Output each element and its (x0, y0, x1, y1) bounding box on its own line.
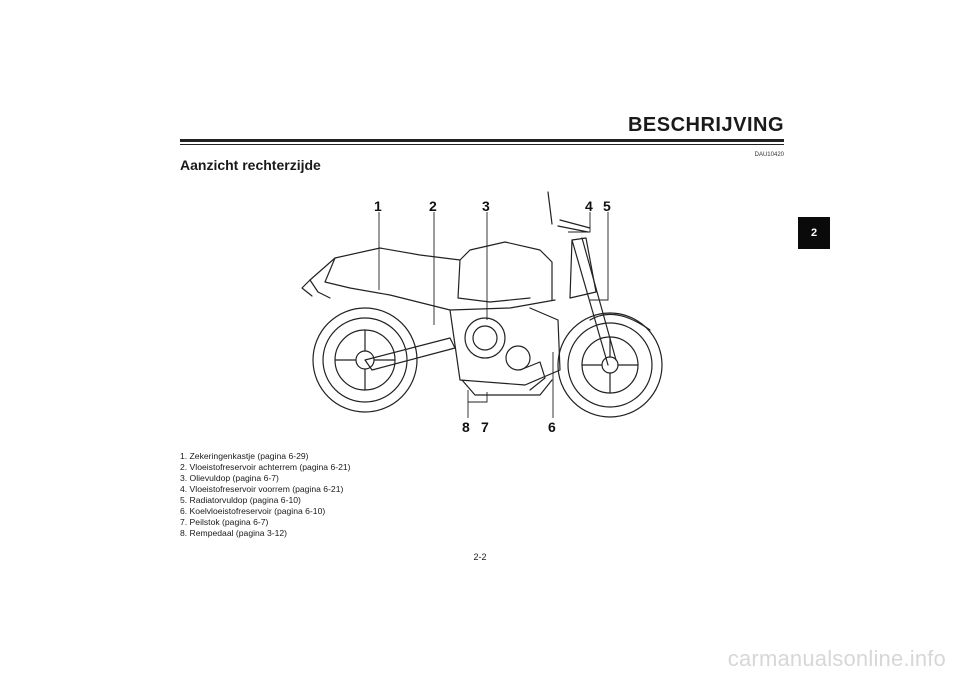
callout-4: 4 (585, 198, 593, 214)
legend-item: 8. Rempedaal (pagina 3-12) (180, 528, 288, 538)
motorcycle-illustration: 1 2 3 4 5 8 7 6 (301, 191, 663, 435)
callout-1: 1 (374, 198, 382, 214)
legend-item: 2. Vloeistofreservoir achterrem (pagina … (180, 462, 351, 472)
chapter-tab[interactable]: 2 (798, 217, 830, 249)
legend-item: 6. Koelvloeistofreservoir (pagina 6-10) (180, 506, 326, 516)
rear-tire (312, 307, 418, 413)
document-code: DAU10420 (754, 152, 784, 158)
legend-item: 5. Radiatorvuldop (pagina 6-10) (180, 495, 301, 505)
callout-3: 3 (482, 198, 490, 214)
watermark: carmanualsonline.info (727, 646, 946, 671)
callout-8: 8 (462, 419, 470, 435)
callout-6: 6 (548, 419, 556, 435)
callout-5: 5 (603, 198, 611, 214)
header-rule-thick (180, 139, 784, 142)
section-title: Aanzicht rechterzijde (180, 157, 321, 173)
chapter-title: BESCHRIJVING (627, 114, 784, 136)
legend-item: 3. Olievuldop (pagina 6-7) (180, 473, 279, 483)
callout-7: 7 (481, 419, 489, 435)
legend-item: 4. Vloeistofreservoir voorrem (pagina 6-… (180, 484, 344, 494)
page-number: 2-2 (473, 552, 487, 562)
front-tire (557, 312, 663, 418)
callout-2: 2 (429, 198, 437, 214)
parts-legend: 1. Zekeringenkastje (pagina 6-29) 2. Vlo… (180, 451, 351, 539)
header-rule-thin (180, 144, 784, 145)
legend-item: 1. Zekeringenkastje (pagina 6-29) (180, 451, 309, 461)
legend-item: 7. Peilstok (pagina 6-7) (180, 517, 269, 527)
